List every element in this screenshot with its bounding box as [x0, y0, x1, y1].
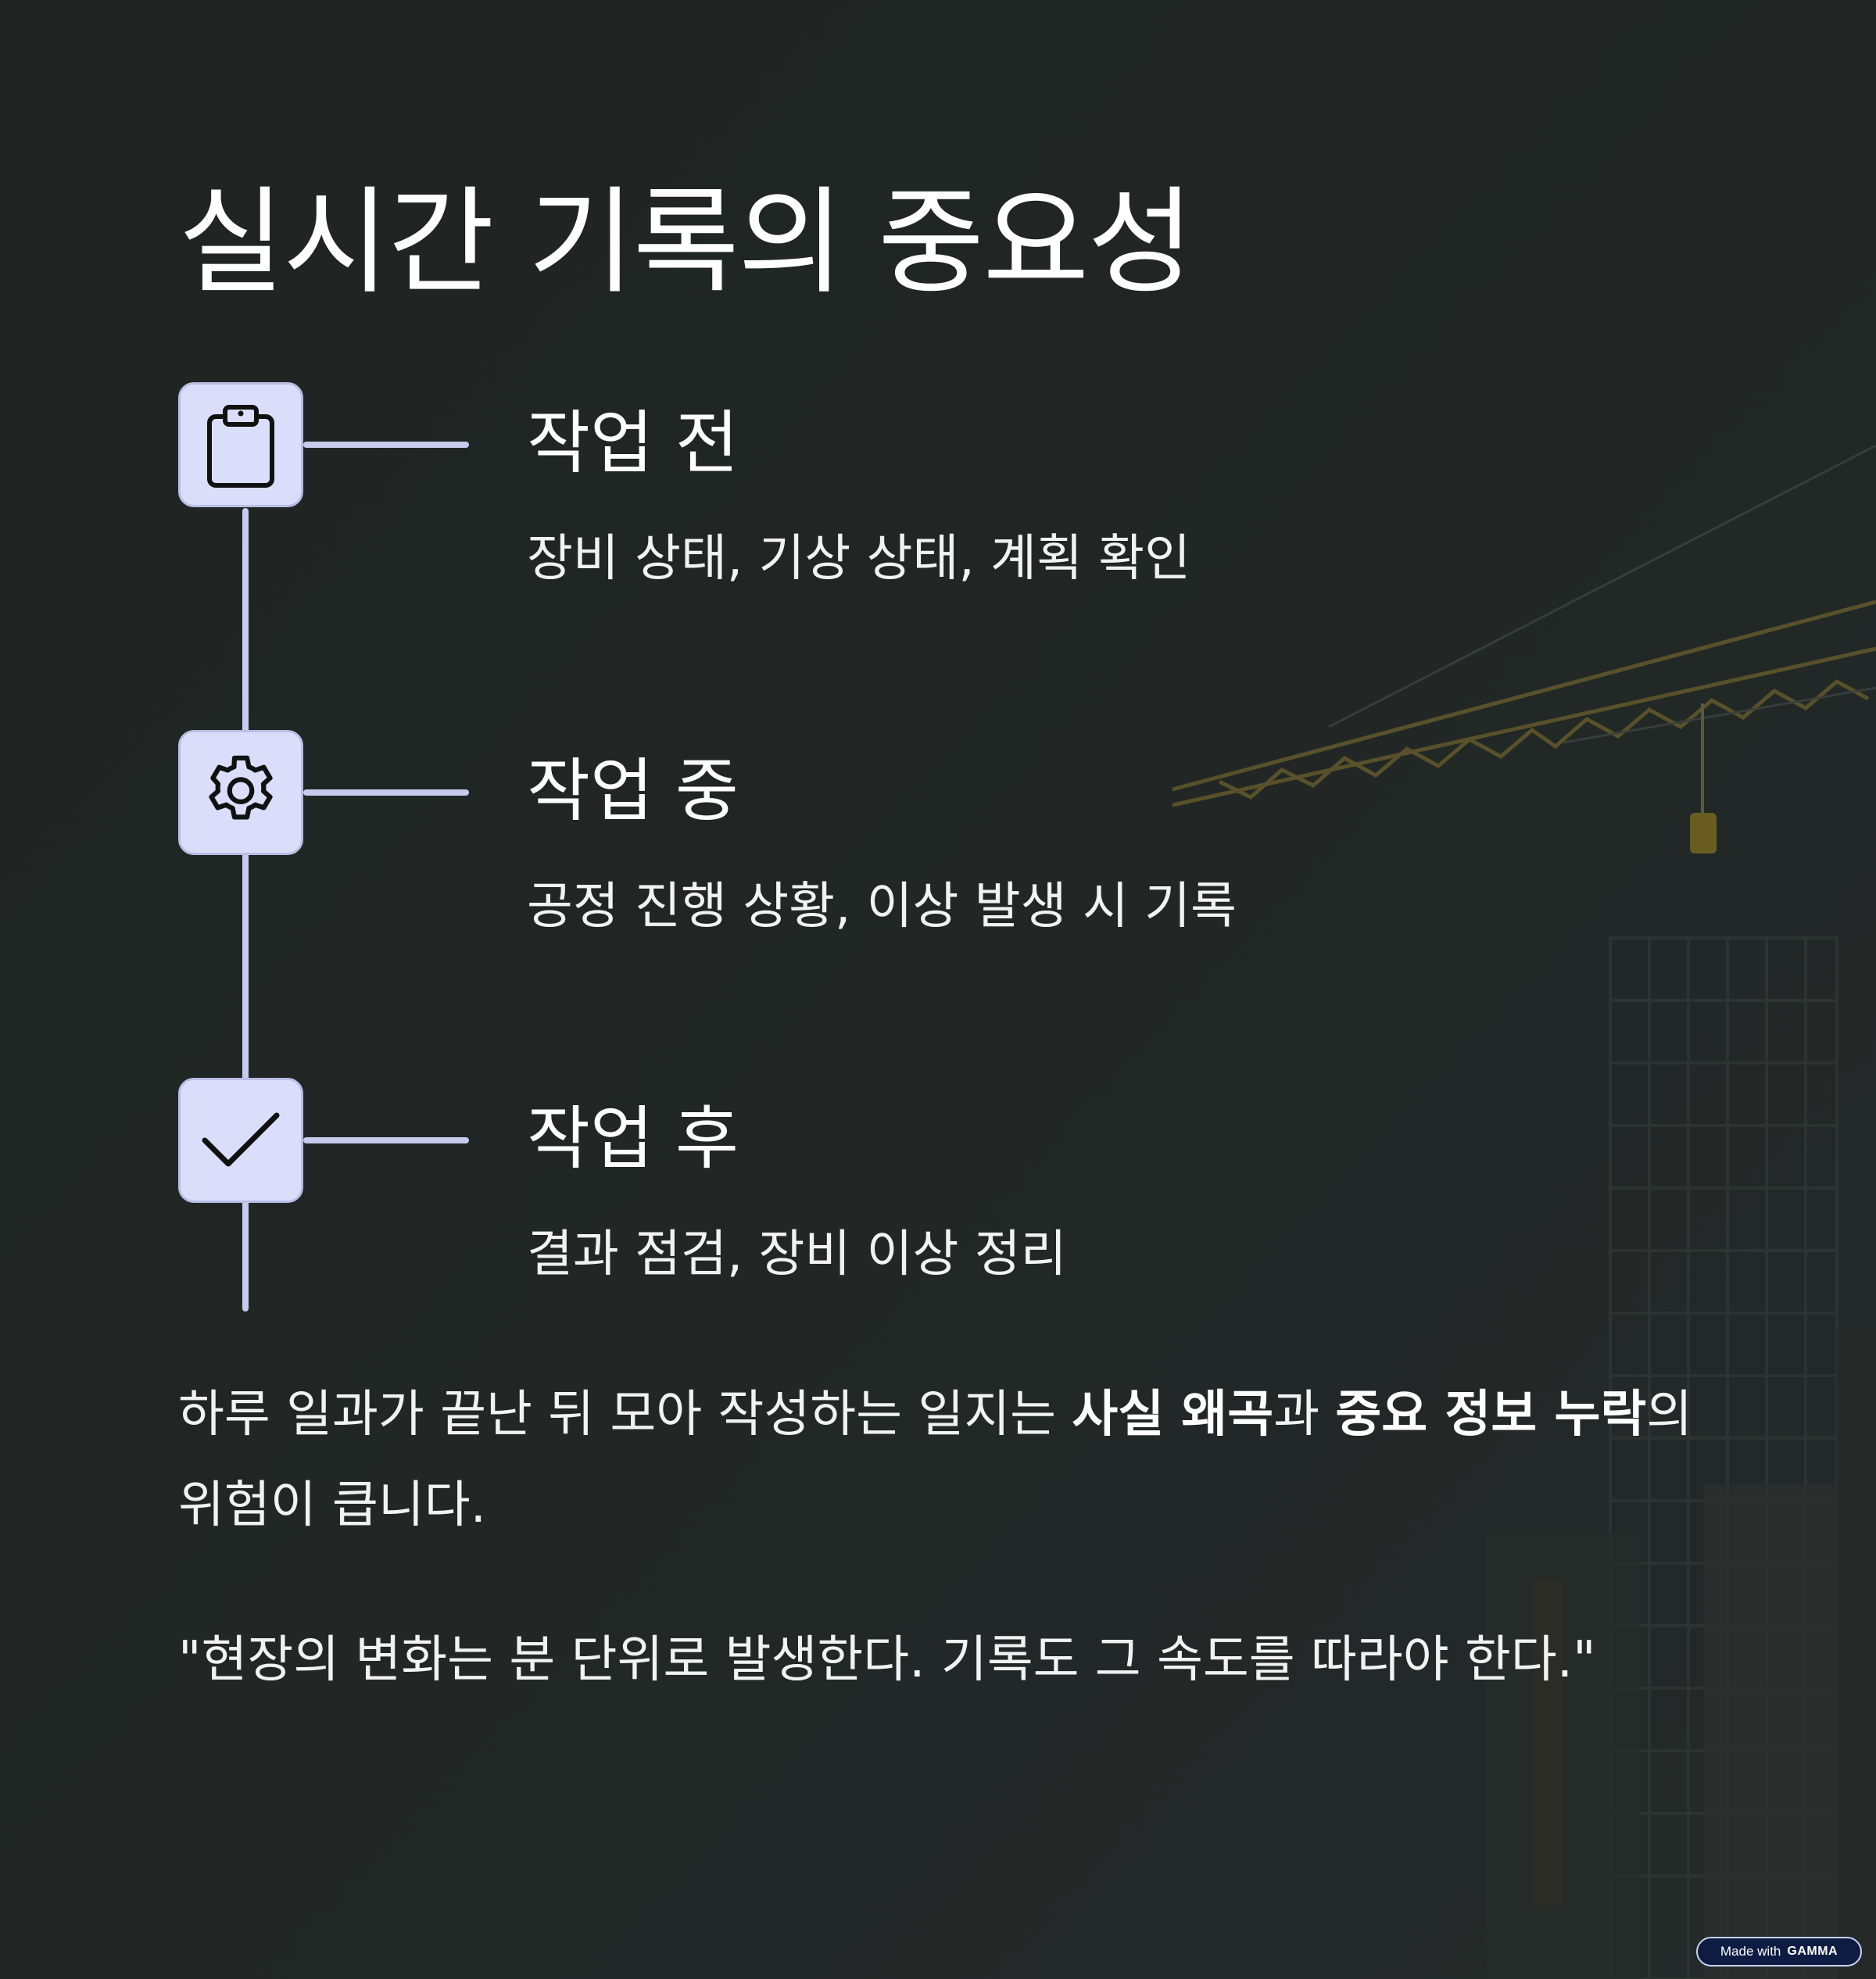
step-connector-before	[303, 442, 469, 448]
quote-text: "현장의 변화는 분 단위로 발생한다. 기록도 그 속도를 따라야 한다."	[178, 1631, 1596, 1689]
badge-prefix: Made with	[1720, 1944, 1781, 1959]
clipboard-icon	[207, 405, 274, 488]
paragraph-bold-omission: 중요 정보 누락	[1335, 1386, 1647, 1444]
gamma-logo: GAMMA	[1787, 1945, 1838, 1958]
paragraph-text: 과	[1273, 1386, 1336, 1444]
check-icon	[202, 1112, 280, 1167]
body-paragraph: 하루 일과가 끝난 뒤 모아 작성하는 일지는 사실 왜곡과 중요 정보 누락의…	[178, 1369, 1726, 1551]
paragraph-text: 하루 일과가 끝난 뒤 모아 작성하는 일지는	[178, 1386, 1072, 1444]
step-icon-box-during	[178, 730, 303, 855]
step-desc-after: 결과 점검, 장비 이상 정리	[527, 1226, 1067, 1283]
step-connector-after	[303, 1137, 469, 1143]
step-title-during: 작업 중	[527, 750, 739, 831]
step-desc-before: 장비 상태, 기상 상태, 계획 확인	[527, 530, 1190, 588]
paragraph-text: 의 위험이 큽니다.	[178, 1386, 1693, 1534]
gear-icon	[209, 755, 273, 820]
step-icon-box-before	[178, 382, 303, 507]
step-connector-during	[303, 789, 469, 796]
step-title-before: 작업 전	[527, 403, 739, 483]
page-title: 실시간 기록의 중요성	[178, 175, 1194, 310]
step-desc-during: 공정 진행 상황, 이상 발생 시 기록	[527, 878, 1237, 936]
step-icon-box-after	[178, 1078, 303, 1203]
timeline-line	[242, 508, 249, 1312]
made-with-gamma-badge[interactable]: Made with GAMMA	[1696, 1937, 1862, 1966]
paragraph-bold-distortion: 사실 왜곡	[1072, 1386, 1274, 1444]
step-title-after: 작업 후	[527, 1098, 739, 1179]
